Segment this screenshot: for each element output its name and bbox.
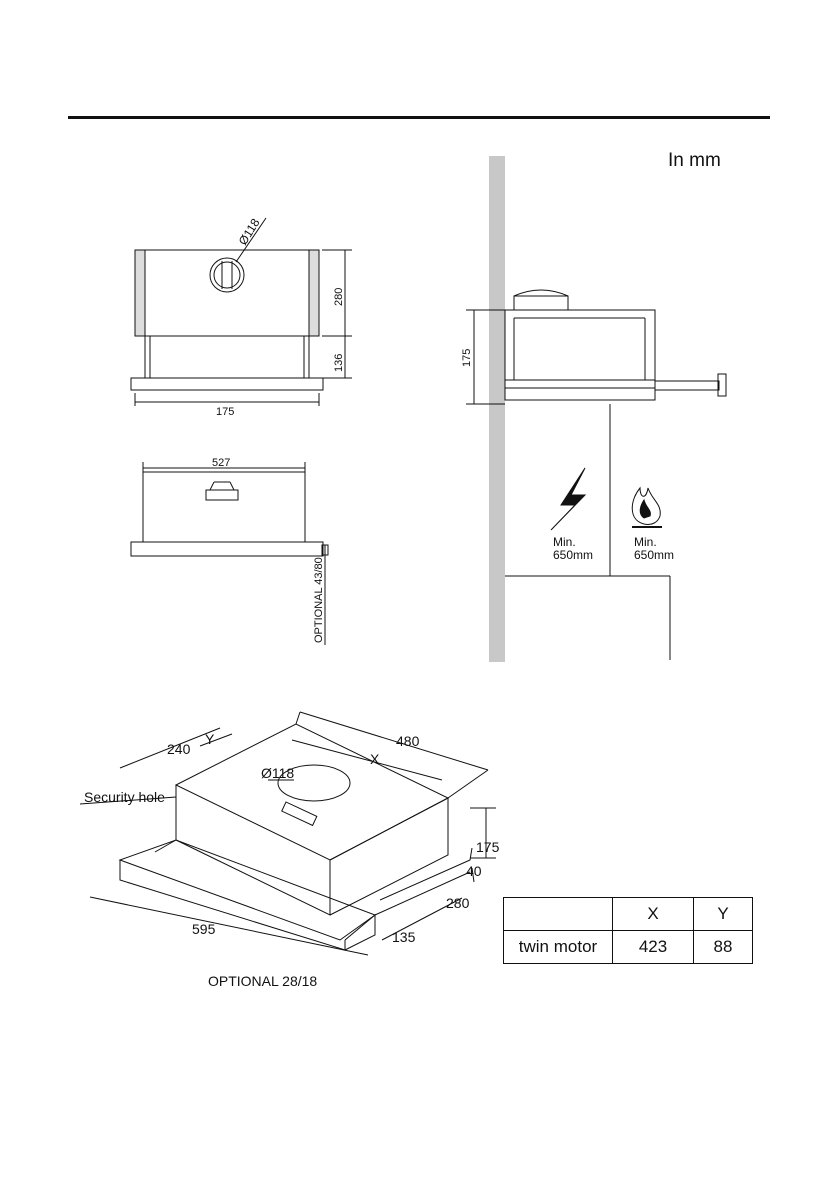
iso-security-hole: Security hole: [84, 789, 165, 805]
front-height-lower: 136: [333, 354, 345, 372]
header-y: Y: [694, 898, 753, 931]
install-view: [466, 290, 726, 660]
iso-optional: OPTIONAL 28/18: [208, 973, 317, 989]
front-duct-diameter: Ø118: [236, 216, 263, 248]
gas-distance: 650mm: [634, 549, 674, 562]
iso-dim-135: 135: [392, 929, 416, 945]
iso-dim-x: X: [370, 751, 380, 767]
header-model: [504, 898, 613, 931]
header-x: X: [613, 898, 694, 931]
iso-dim-595: 595: [192, 921, 216, 937]
front-width: 175: [216, 406, 234, 418]
iso-dim-40: 40: [466, 863, 482, 879]
cell-x: 423: [613, 931, 694, 964]
iso-duct: Ø118: [261, 765, 294, 781]
table-row: twin motor 423 88: [504, 931, 753, 964]
iso-dim-240: 240: [167, 741, 191, 757]
electric-distance: 650mm: [553, 549, 593, 562]
electric-warning-label: Min. 650mm: [553, 536, 593, 562]
install-height: 175: [461, 349, 473, 367]
side-depth: 527: [212, 457, 230, 469]
side-optional: OPTIONAL 43/80: [313, 557, 325, 643]
front-view: [131, 218, 352, 406]
iso-view: [80, 712, 496, 955]
side-view: [131, 462, 328, 645]
cell-model: twin motor: [504, 931, 613, 964]
spec-table: X Y twin motor 423 88: [503, 897, 753, 964]
iso-dim-175: 175: [476, 839, 500, 855]
front-height-body: 280: [333, 288, 345, 306]
iso-dim-480: 480: [396, 733, 420, 749]
cell-y: 88: [694, 931, 753, 964]
iso-dim-y: Y: [205, 731, 215, 747]
gas-warning-label: Min. 650mm: [634, 536, 674, 562]
iso-dim-280: 280: [446, 895, 470, 911]
spec-table-header: X Y: [504, 898, 753, 931]
